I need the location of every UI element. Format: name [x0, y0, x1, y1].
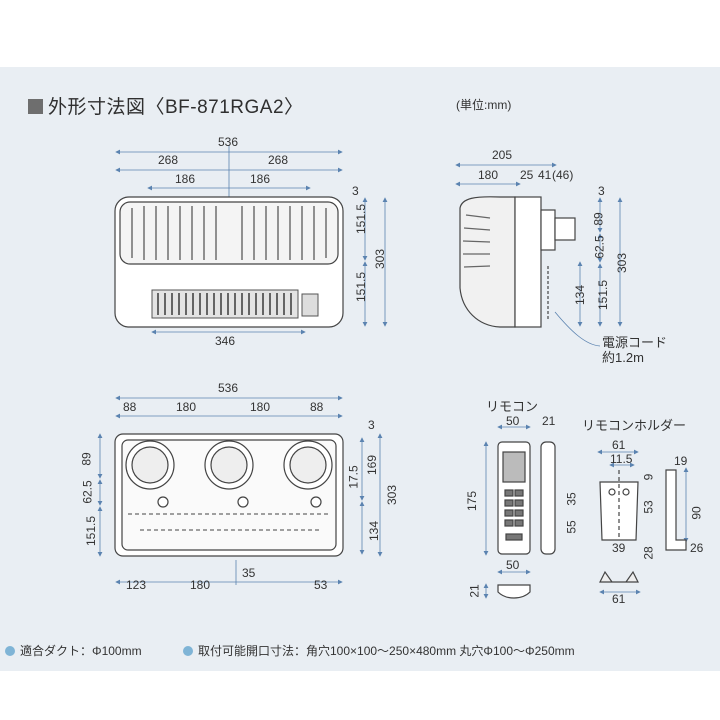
rear-b180: 180 [190, 578, 211, 592]
holder-h9: 9 [641, 473, 656, 481]
remote-drawing [497, 441, 556, 599]
side-h3: 134 [573, 284, 588, 306]
footnote-duct: 適合ダクト：Φ100mm [5, 642, 142, 659]
holder-w61: 61 [612, 438, 626, 452]
holder-side26: 26 [690, 541, 704, 555]
side-body-depth: 180 [478, 168, 499, 182]
remote-height: 175 [465, 490, 480, 512]
side-d3: (46) [552, 168, 574, 182]
cord-label: 電源コード [602, 335, 668, 350]
cord-length: 約1.2m [602, 350, 644, 365]
rear-top-gap: 3 [368, 418, 375, 432]
front-view [114, 196, 344, 328]
remote-depth: 21 [542, 414, 556, 428]
bullet-icon [5, 646, 15, 656]
footnote-opening-text: 取付可能開口寸法：角穴100×100～250×480mm 丸穴Φ100～Φ250… [198, 644, 575, 658]
front-inner-left: 186 [175, 172, 196, 186]
rear-b123: 123 [126, 578, 147, 592]
holder-side19: 19 [674, 454, 688, 468]
side-d1: 25 [520, 168, 534, 182]
side-total-height: 303 [615, 252, 630, 274]
front-inner-right: 186 [250, 172, 271, 186]
page-title: 外形寸法図〈BF-871RGA2〉 [28, 92, 304, 119]
front-top-gap: 3 [352, 184, 359, 198]
holder-h28: 28 [641, 546, 656, 560]
title-square-icon [28, 99, 43, 114]
holder-h35: 35 [564, 492, 579, 506]
remote-bottom-depth: 21 [467, 584, 482, 598]
rear-r175: 17.5 [346, 465, 361, 489]
holder-label: リモコンホルダー [582, 418, 687, 433]
front-upper-height: 151.5 [354, 203, 369, 235]
rear-total-height: 303 [385, 484, 400, 506]
front-total-height: 303 [373, 248, 388, 270]
title-text: 外形寸法図〈BF-871RGA2〉 [48, 97, 304, 118]
side-h1: 89 [591, 212, 606, 226]
front-lower-height: 151.5 [354, 271, 369, 303]
rear-left-625: 62.5 [80, 480, 95, 504]
rear-seg4: 88 [310, 400, 324, 414]
unit-label: (単位:mm) [456, 98, 512, 112]
front-half-left: 268 [158, 153, 179, 167]
front-half-right: 268 [268, 153, 289, 167]
rear-b53: 53 [314, 578, 328, 592]
side-depth: 205 [492, 148, 513, 162]
rear-seg3: 180 [250, 400, 271, 414]
rear-view [114, 433, 344, 557]
holder-h53: 53 [641, 500, 656, 514]
holder-side90: 90 [689, 506, 704, 520]
rear-r169: 169 [365, 454, 380, 476]
remote-label: リモコン [486, 399, 539, 414]
rear-r134: 134 [367, 520, 382, 542]
footnote-opening: 取付可能開口寸法：角穴100×100～250×480mm 丸穴Φ100～Φ250… [183, 642, 575, 659]
bullet-icon [183, 646, 193, 656]
side-h2: 62.5 [592, 235, 607, 259]
holder-bottom61: 61 [612, 592, 626, 606]
rear-b35: 35 [242, 566, 256, 580]
footnote-duct-text: 適合ダクト：Φ100mm [20, 644, 142, 658]
holder-w39: 39 [612, 541, 626, 555]
side-h4: 151.5 [596, 279, 611, 311]
remote-width: 50 [506, 414, 520, 428]
side-d2: 41 [538, 168, 552, 182]
rear-left-1515: 151.5 [84, 515, 99, 547]
front-bottom-width: 346 [215, 334, 236, 348]
side-top-gap: 3 [598, 184, 605, 198]
front-overall-width: 536 [218, 135, 239, 149]
side-view [459, 196, 576, 328]
remote-bottom-width: 50 [506, 558, 520, 572]
holder-h55: 55 [564, 520, 579, 534]
rear-left-89: 89 [79, 452, 94, 466]
rear-seg2: 180 [176, 400, 197, 414]
rear-seg1: 88 [123, 400, 137, 414]
holder-w115: 11.5 [610, 452, 633, 466]
holder-drawing [599, 469, 687, 583]
rear-overall-width: 536 [218, 381, 239, 395]
